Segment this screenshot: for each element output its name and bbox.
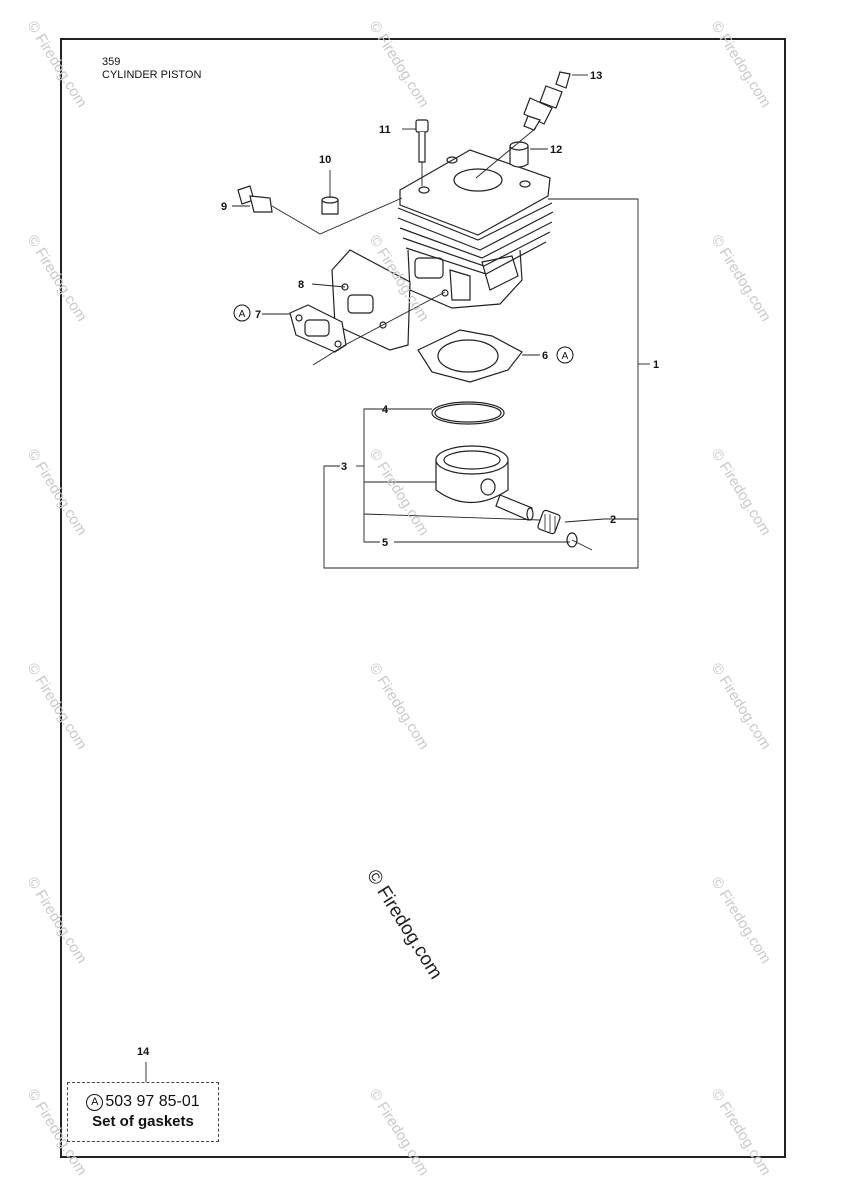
callout-12: 12 <box>550 144 562 156</box>
callout-14: 14 <box>137 1046 150 1058</box>
piston-drawing <box>435 445 509 504</box>
decompression-valve-drawing <box>509 141 529 168</box>
callout-11: 11 <box>379 124 391 136</box>
circlip-drawing <box>566 532 578 548</box>
gasket-marker-6: A <box>556 346 574 364</box>
callout-10: 10 <box>319 154 331 166</box>
needle-bearing-drawing <box>537 509 561 535</box>
svg-text:A: A <box>562 351 569 362</box>
callout-9: 9 <box>221 201 227 213</box>
callout-1: 1 <box>653 359 659 371</box>
page-number: 359 <box>102 56 121 68</box>
kit-description: Set of gaskets <box>92 1113 194 1130</box>
intake-flange-drawing <box>331 249 411 351</box>
piston-ring-drawing <box>431 401 505 425</box>
callout-labels: 13 12 11 10 9 8 7 6 1 4 3 2 5 <box>221 70 659 549</box>
callout-7: 7 <box>255 309 261 321</box>
page-frame <box>60 38 786 1158</box>
page-title: CYLINDER PISTON <box>102 69 202 81</box>
plug-screw-drawing <box>321 196 339 215</box>
piston-pin-drawing <box>495 494 534 521</box>
decompression-screw-drawing <box>237 185 273 213</box>
callout-6: 6 <box>542 350 548 362</box>
cylinder-gasket-drawing <box>417 329 523 383</box>
leader-lines <box>145 74 650 1082</box>
callout-8: 8 <box>298 279 304 291</box>
spark-plug-drawing <box>523 71 571 131</box>
callout-13: 13 <box>590 70 602 82</box>
cylinder-bolt-drawing <box>415 119 429 163</box>
callout-4: 4 <box>382 404 389 416</box>
intake-gasket-drawing <box>289 304 347 353</box>
callout-3: 3 <box>341 461 347 473</box>
callout-5: 5 <box>382 537 388 549</box>
gasket-marker-kit: A <box>86 1094 104 1111</box>
svg-text:A: A <box>239 309 246 320</box>
kit-part-number: 503 97 85-01 <box>105 1093 200 1110</box>
gasket-marker-7: A <box>233 304 251 322</box>
callout-2: 2 <box>610 514 616 526</box>
cylinder-drawing <box>397 149 554 309</box>
